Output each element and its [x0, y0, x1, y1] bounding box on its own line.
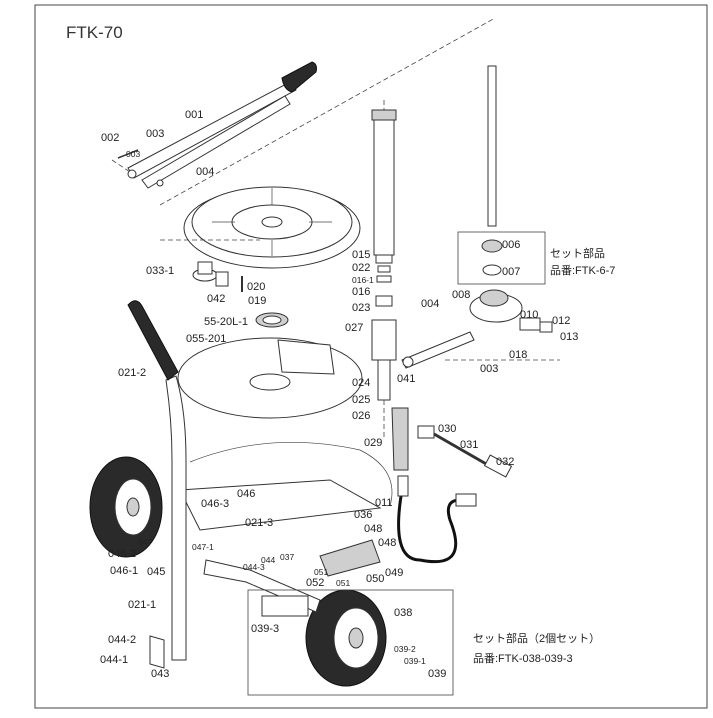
label-039-3: 039-3: [251, 623, 279, 635]
label-011: 011: [375, 497, 393, 509]
label-021-3: 021-3: [245, 517, 273, 529]
label-003: 003: [480, 363, 498, 375]
drum-cover-plate: [183, 186, 361, 269]
label-046-1: 046-1: [110, 565, 138, 577]
coupler-032: [483, 454, 513, 478]
label-049: 049: [385, 567, 403, 579]
set-b-line1: セット部品（2個セット）: [473, 631, 600, 645]
label-044: 044: [261, 555, 275, 565]
label-004: 004: [421, 298, 439, 310]
label-048: 048: [364, 523, 382, 535]
label-007: 007: [502, 266, 520, 278]
drum-055-201: [177, 337, 363, 419]
label-042: 042: [207, 293, 225, 305]
label-051: 051: [336, 578, 350, 588]
label-052: 052: [306, 577, 324, 589]
drum-band-021-3: [179, 441, 393, 531]
part-labels: 001 002 003 003 004 033-1 042 020 019 01…: [100, 109, 615, 680]
label-041: 041: [397, 373, 415, 385]
label-002: 002: [101, 132, 119, 144]
label-027: 027: [345, 322, 363, 334]
label-051: 051: [314, 567, 328, 577]
set-box-038-039: [247, 589, 454, 696]
axle-frame: [149, 559, 321, 669]
set-a-line2: 品番:FTK-6-7: [550, 264, 615, 277]
wheel-right-038: [305, 589, 387, 687]
label-044-1: 044-1: [100, 654, 128, 666]
label-021-1: 021-1: [128, 599, 156, 611]
label-016-1: 016-1: [352, 275, 374, 285]
label-047: 047: [138, 537, 152, 547]
label-039: 039: [428, 668, 446, 680]
label-020: 020: [247, 281, 265, 293]
label-026: 026: [352, 410, 370, 422]
label-044-2: 044-2: [108, 634, 136, 646]
label-047-1: 047-1: [192, 542, 214, 552]
set-b-line2: 品番:FTK-038-039-3: [473, 652, 573, 665]
label-039-1: 039-1: [404, 656, 426, 666]
plug-042: [215, 271, 229, 287]
label-044-3: 044-3: [243, 562, 265, 572]
label-003: 003: [146, 128, 164, 140]
label-021-2: 021-2: [118, 367, 146, 379]
handle-001: [127, 61, 317, 189]
label-046-3: 046-3: [201, 498, 229, 510]
label-045: 045: [147, 566, 165, 578]
label-008: 008: [452, 289, 470, 301]
wheel-left: [89, 456, 163, 558]
label-006: 006: [502, 239, 520, 251]
label-024: 024: [352, 377, 370, 389]
seal-55-20l-1: [255, 312, 289, 328]
swivel-030: [417, 425, 435, 439]
label-031: 031: [460, 439, 478, 451]
handle-bolt-003: [117, 149, 139, 159]
label-012: 012: [552, 315, 570, 327]
lever-041: [401, 331, 475, 369]
pump-rod: [487, 65, 497, 227]
label-037: 037: [280, 552, 294, 562]
label-013: 013: [560, 331, 578, 343]
label-050: 050: [366, 573, 384, 585]
label-036: 036: [354, 509, 372, 521]
extension-031: [433, 432, 489, 467]
label-016: 016: [352, 286, 370, 298]
label-023: 023: [352, 302, 370, 314]
pump-tube: [371, 109, 397, 401]
nozzle-029: [391, 407, 409, 471]
hose-011: [397, 475, 477, 564]
label-029: 029: [364, 437, 382, 449]
label-001: 001: [185, 109, 203, 121]
label-022: 022: [352, 262, 370, 274]
label-010: 010: [520, 309, 538, 321]
label-039-2: 039-2: [394, 644, 416, 654]
label-004: 004: [196, 166, 214, 178]
label-033-1: 033-1: [146, 265, 174, 277]
pump-head-008: [469, 289, 553, 333]
label-048: 048: [378, 537, 396, 549]
stand-050: [319, 539, 381, 577]
border: [34, 4, 708, 709]
label-032: 032: [496, 456, 514, 468]
label-025: 025: [352, 394, 370, 406]
set-box-006-007: [457, 231, 546, 285]
bung-cap-033-1: [192, 261, 218, 282]
label-003: 003: [126, 149, 140, 159]
label-046-2: 046-2: [108, 548, 136, 560]
label-055-201: 055-201: [186, 333, 226, 345]
label-018: 018: [509, 349, 527, 361]
handle-post-021-2: [127, 300, 187, 661]
label-015: 015: [352, 249, 370, 261]
label-038: 038: [394, 607, 412, 619]
label-55-20l-1: 55-20L-1: [204, 316, 248, 328]
label-030: 030: [438, 423, 456, 435]
model-title: FTK-70: [66, 23, 123, 42]
set-a-line1: セット部品: [550, 246, 605, 260]
label-046: 046: [237, 488, 255, 500]
label-019: 019: [248, 295, 266, 307]
label-043: 043: [151, 668, 169, 680]
